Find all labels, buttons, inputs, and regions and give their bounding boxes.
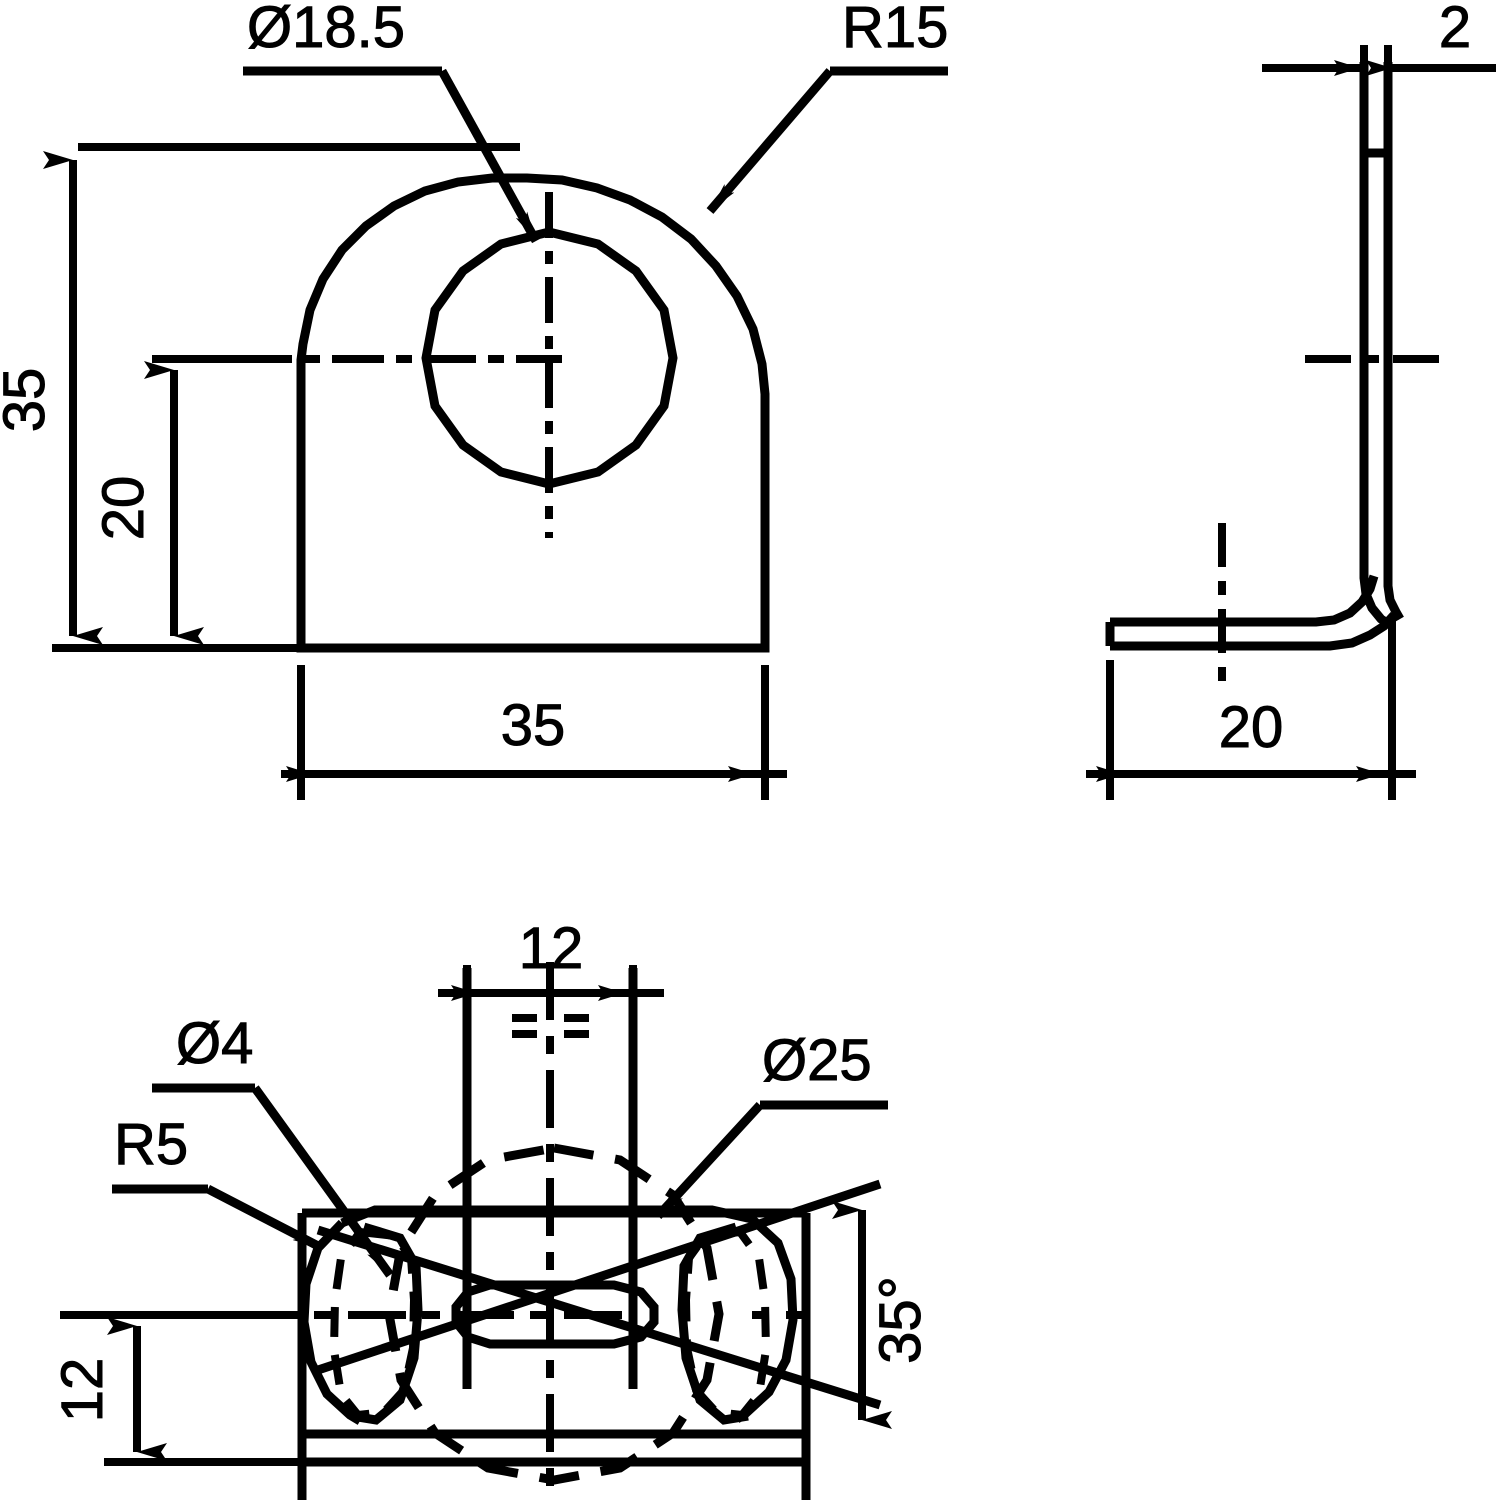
bottom-view-boss-outline [340,1205,798,1423]
leader-dia4-line [251,1085,394,1278]
label-r15: R15 [842,0,948,60]
label-angle-35deg: 35° [868,1276,933,1364]
bottom-view: 35° 12 12 Ø4 R5 Ø25 [50,916,934,1500]
dim-bottom-edge-label: 12 [50,1358,115,1423]
dim-front-height-35-label: 35 [0,368,57,433]
label-dia25: Ø25 [762,1028,872,1093]
dim-front-hole-height-20-label: 20 [91,476,156,541]
side-view-foot-top [1110,574,1379,627]
label-r5: R5 [114,1112,188,1177]
leader-dia25-line [654,1101,764,1220]
bottom-view-section-line-b [316,1225,882,1410]
leader-dia18-line [438,68,540,244]
dim-side-depth-label: 20 [1219,695,1284,760]
symmetry-mark-right [564,1014,589,1038]
side-view-inner-profile [1383,62,1404,622]
side-view-foot-bottom [1110,611,1398,651]
dim-front-width-35-label: 35 [501,693,566,758]
symmetry-mark-left [512,1014,537,1038]
leader-r5-line [205,1185,325,1252]
front-view-outline [296,173,770,653]
label-dia4: Ø4 [176,1011,253,1076]
side-view: 2 20 [1086,0,1496,800]
front-view: 35 20 35 Ø18.5 R15 [0,0,949,800]
dim-side-thickness-label: 2 [1439,0,1471,60]
bottom-view-center-slot [451,1280,659,1349]
dim-bottom-tab-label: 12 [519,916,584,981]
leader-r15-line [706,68,834,214]
bottom-view-boss-outline-left [299,1219,363,1425]
label-dia18: Ø18.5 [247,0,405,60]
bottom-view-section-line-a [316,1179,882,1375]
